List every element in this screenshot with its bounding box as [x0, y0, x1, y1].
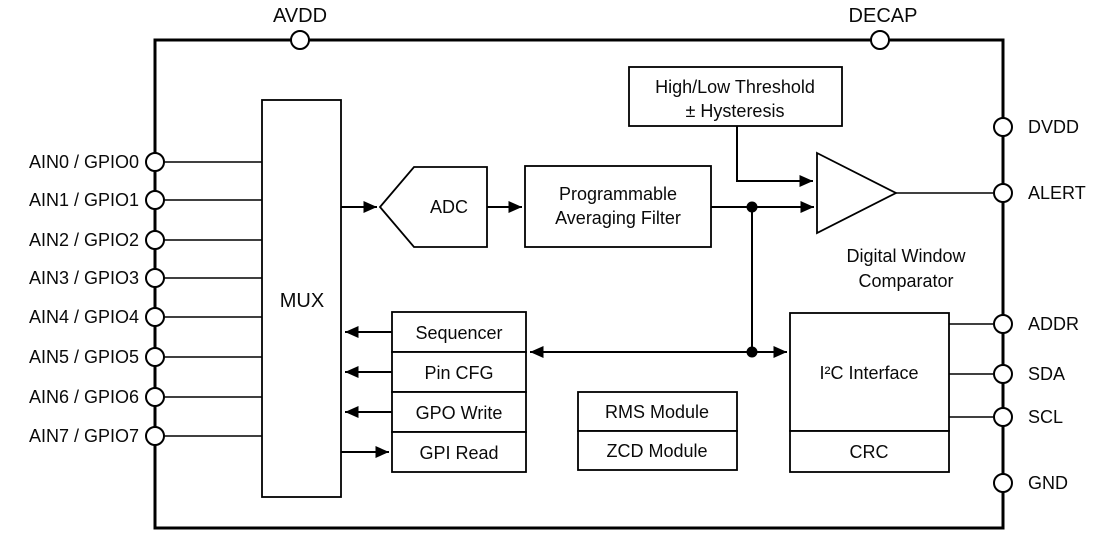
i2c-interface-label: I²C Interface	[819, 363, 918, 383]
ain2-pin-circle	[145, 230, 165, 250]
ain4-pin-label: AIN4 / GPIO4	[29, 307, 139, 327]
scl-pin-label: SCL	[1028, 407, 1063, 427]
bus-junction-dot	[746, 346, 758, 358]
ain6-pin-label: AIN6 / GPIO6	[29, 387, 139, 407]
crc-label: CRC	[850, 442, 889, 462]
averaging-filter-label-line1: Programmable	[559, 184, 677, 204]
pin-cfg-block	[391, 351, 527, 393]
ain3-pin-circle	[145, 268, 165, 288]
pin-circles	[145, 30, 1013, 493]
zcd-module-block	[577, 430, 738, 471]
threshold-label-line2: ± Hysteresis	[686, 101, 785, 121]
crc-block	[789, 430, 950, 473]
scl-pin-circle	[993, 407, 1013, 427]
ain0-pin-label: AIN0 / GPIO0	[29, 152, 139, 172]
i2c-interface-block	[789, 312, 950, 432]
averaging-filter-label-line2: Averaging Filter	[555, 208, 681, 228]
sequencer-label: Sequencer	[415, 323, 502, 343]
addr-pin-label: ADDR	[1028, 314, 1079, 334]
gpo-write-block	[391, 391, 527, 433]
alert-pin-label: ALERT	[1028, 183, 1086, 203]
mux-block	[261, 99, 342, 498]
ain1-pin-circle	[145, 190, 165, 210]
gpi-read-block	[391, 431, 527, 473]
sda-pin-circle	[993, 364, 1013, 384]
pin-cfg-label: Pin CFG	[424, 363, 493, 383]
ain4-pin-circle	[145, 307, 165, 327]
filter-output-junction-dot	[746, 201, 758, 213]
decap-pin-circle	[870, 30, 890, 50]
ain7-pin-circle	[145, 426, 165, 446]
gnd-pin-label: GND	[1028, 473, 1068, 493]
comparator-label-line1: Digital Window	[846, 246, 966, 266]
threshold-label-line1: High/Low Threshold	[655, 77, 815, 97]
dvdd-pin-circle	[993, 117, 1013, 137]
sda-pin-label: SDA	[1028, 364, 1065, 384]
dvdd-pin-label: DVDD	[1028, 117, 1079, 137]
ain3-pin-label: AIN3 / GPIO3	[29, 268, 139, 288]
ain5-pin-label: AIN5 / GPIO5	[29, 347, 139, 367]
gpi-read-label: GPI Read	[419, 443, 498, 463]
alert-pin-circle	[993, 183, 1013, 203]
ain-input-lines	[164, 161, 262, 437]
ain6-pin-circle	[145, 387, 165, 407]
gpo-write-label: GPO Write	[416, 403, 503, 423]
rms-module-label: RMS Module	[605, 402, 709, 422]
decap-pin-label: DECAP	[849, 5, 918, 27]
threshold-to-comparator-arrow	[736, 126, 813, 187]
ain7-pin-label: AIN7 / GPIO7	[29, 426, 139, 446]
ain1-pin-label: AIN1 / GPIO1	[29, 190, 139, 210]
ain5-pin-circle	[145, 347, 165, 367]
ain2-pin-label: AIN2 / GPIO2	[29, 230, 139, 250]
gnd-pin-circle	[993, 473, 1013, 493]
ain0-pin-circle	[145, 152, 165, 172]
comparator-triangle	[816, 151, 898, 235]
mux-label: MUX	[280, 290, 324, 312]
avdd-pin-circle	[290, 30, 310, 50]
zcd-module-label: ZCD Module	[606, 441, 707, 461]
comparator-label-line2: Comparator	[858, 271, 953, 291]
adc-block	[378, 166, 488, 248]
avdd-pin-label: AVDD	[273, 5, 327, 27]
adc-label: ADC	[430, 197, 468, 217]
threshold-block	[628, 66, 843, 127]
addr-pin-circle	[993, 314, 1013, 334]
averaging-filter-block	[524, 165, 712, 248]
